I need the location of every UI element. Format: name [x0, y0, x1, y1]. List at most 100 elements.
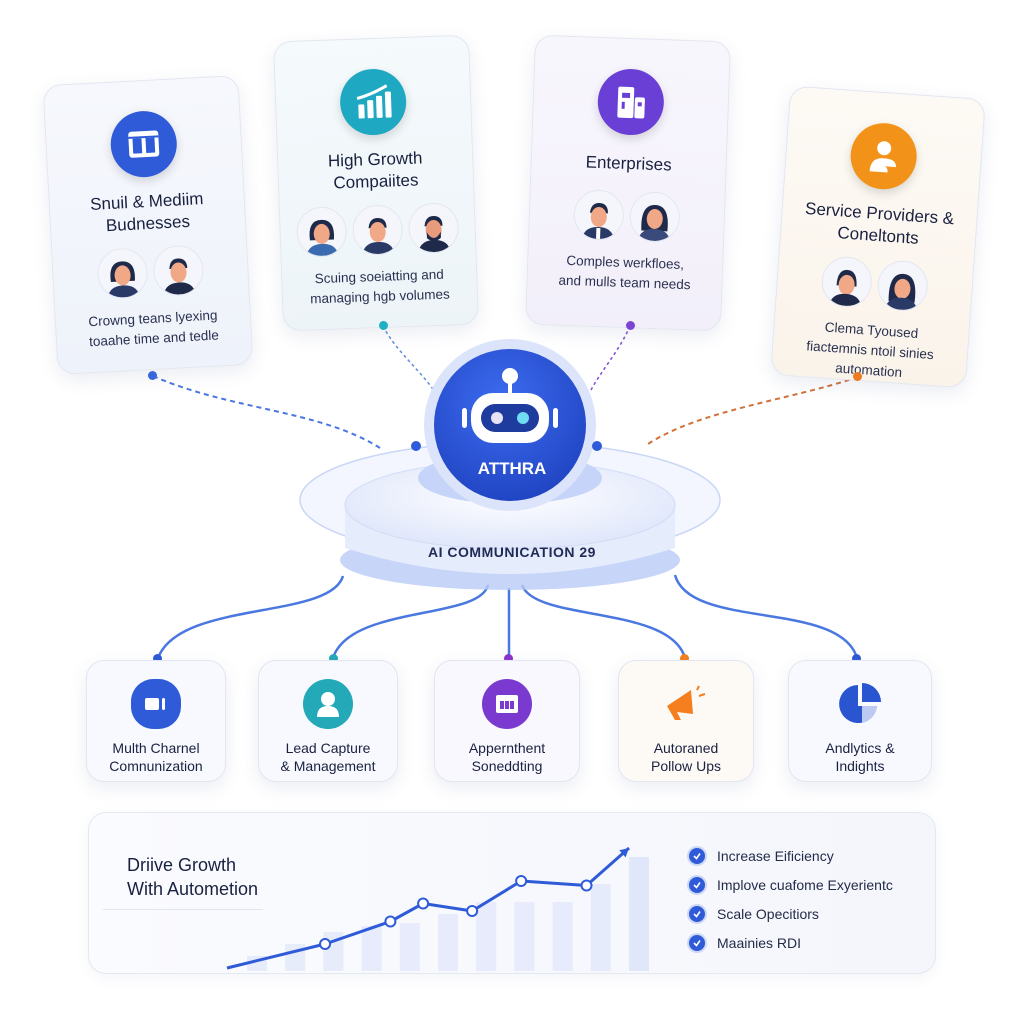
feature-title: Andlytics &Indights: [825, 740, 895, 774]
platform-base-shadow: [340, 530, 680, 590]
connector-dot: [329, 654, 338, 663]
segment-description: Comples werkfloes,and mulls team needs: [558, 252, 691, 293]
storefront-icon: [109, 109, 179, 179]
connector-growth: [382, 325, 436, 393]
feature-card-lead-capture[interactable]: Lead Capture& Management: [258, 660, 398, 782]
avatar: [820, 255, 874, 309]
segment-title: Service Providers &Coneltonts: [804, 198, 955, 248]
feature-title: Lead Capture& Management: [280, 740, 376, 774]
chart-point: [515, 875, 528, 887]
benefit-item: Increase Eificiency: [689, 841, 893, 870]
hub-node-left: [411, 441, 421, 451]
segment-title: Enterprises: [585, 152, 672, 175]
connector-services: [647, 376, 859, 445]
check-icon: [689, 847, 705, 864]
divider: [103, 909, 263, 910]
connector-dot: [379, 321, 388, 330]
benefits-list: Increase Eificiency Implove cuafome Exye…: [689, 841, 893, 957]
connector-feature-4: [520, 584, 687, 659]
connector-dot: [504, 654, 513, 663]
segment-card-enterprise[interactable]: Enterprises Comples werkfloes,and mulls …: [524, 34, 732, 332]
platform-label: AI COMMUNICATION 29: [428, 544, 596, 560]
avatar-group: [280, 202, 476, 259]
benefit-label: Scale Opecitiors: [717, 905, 819, 922]
robot-icon: [462, 368, 558, 443]
avatar: [152, 244, 205, 297]
avatar: [407, 202, 460, 254]
chart-bar: [590, 884, 611, 971]
video-chat-icon: [131, 679, 181, 729]
megaphone-icon: [661, 679, 711, 729]
hub-name: ATTHRA: [477, 459, 547, 478]
platform-side: [345, 505, 675, 574]
pie-chart-icon: [835, 679, 885, 729]
benefit-label: Increase Eificiency: [717, 847, 834, 864]
chart-point: [384, 915, 397, 928]
growth-chart: [226, 846, 649, 971]
chart-point: [319, 938, 332, 950]
benefit-item: Implove cuafome Exyerientc: [689, 870, 893, 899]
chart-bar: [361, 926, 382, 971]
avatar: [96, 247, 149, 300]
avatar-group: [52, 242, 248, 302]
chart-bar: [476, 902, 497, 971]
connector-smb: [152, 375, 381, 449]
robot-halo: [424, 339, 596, 511]
avatar-group: [776, 252, 973, 315]
consultant-icon: [848, 120, 919, 192]
chart-bar: [399, 923, 420, 971]
connector-feature-1: [156, 575, 345, 659]
check-icon: [689, 876, 705, 893]
chart-point: [417, 897, 430, 910]
benefit-label: Maainies RDI: [717, 934, 802, 951]
check-icon: [689, 905, 705, 922]
feature-card-analytics[interactable]: Andlytics &Indights: [788, 660, 932, 782]
avatar: [351, 204, 404, 256]
chart-point: [580, 879, 593, 892]
benefit-label: Implove cuafome Exyerientc: [717, 876, 893, 893]
check-icon: [689, 934, 705, 951]
connector-dot: [153, 654, 162, 663]
chart-bar: [552, 902, 573, 971]
user-icon: [303, 679, 353, 729]
growth-chart-icon: [339, 67, 408, 137]
chart-arrowhead: [619, 848, 629, 858]
avatar: [573, 189, 625, 241]
avatar: [875, 259, 930, 313]
chart-point: [466, 905, 479, 917]
chart-bar: [514, 902, 535, 971]
chart-line: [226, 846, 630, 970]
buildings-icon: [596, 67, 665, 137]
connector-dot: [852, 654, 861, 663]
hub-node-right: [592, 441, 602, 451]
calendar-icon: [482, 679, 532, 729]
connector-dot: [626, 321, 635, 330]
avatar: [295, 206, 348, 258]
connector-dot: [853, 372, 862, 381]
segment-card-services[interactable]: Service Providers &Coneltonts Clema Tyou…: [770, 85, 986, 389]
chart-bar: [629, 857, 649, 971]
chart-bar: [438, 914, 458, 971]
connector-dot: [680, 654, 689, 663]
avatar-group: [529, 188, 725, 245]
benefit-item: Maainies RDI: [689, 928, 893, 957]
connector-enterprise: [589, 325, 631, 393]
connector-feature-2: [331, 584, 490, 659]
connector-feature-5: [673, 574, 859, 659]
connector-dot: [148, 371, 157, 380]
